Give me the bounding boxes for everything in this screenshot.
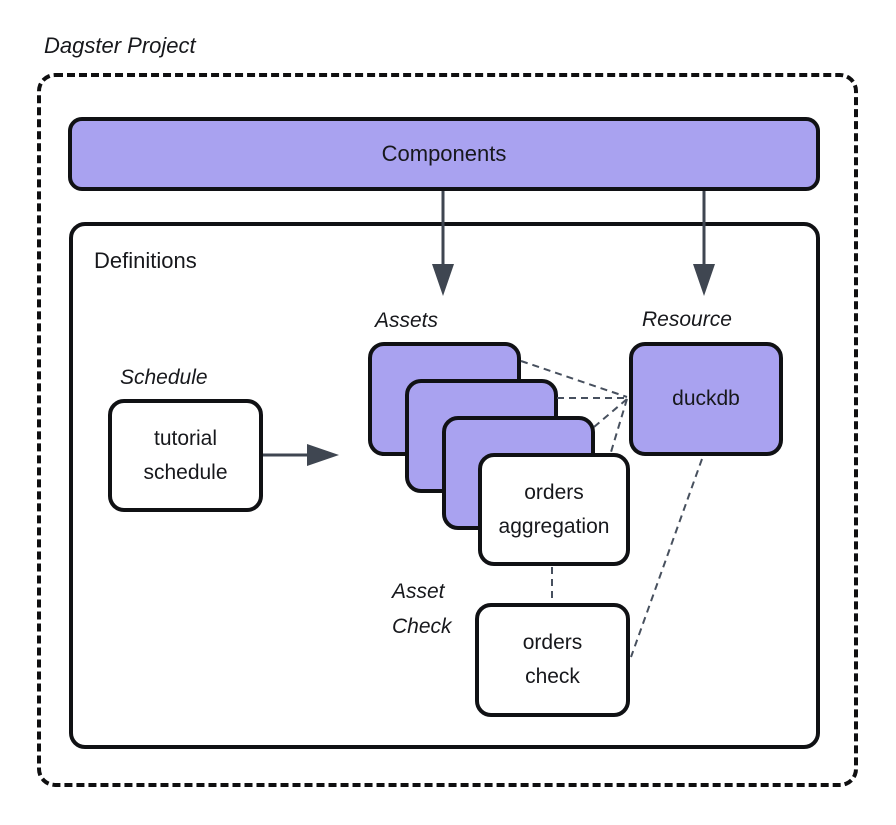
duckdb-label: duckdb <box>672 387 740 410</box>
schedule-group-label: Schedule <box>120 366 208 389</box>
definitions-label: Definitions <box>94 248 197 273</box>
diagram-title: Dagster Project <box>44 33 196 58</box>
tutorial-schedule-label: tutorial schedule <box>143 426 228 484</box>
dagster-project-boundary <box>37 73 858 787</box>
asset-check-group-label: Asset Check <box>392 580 452 638</box>
orders-check-label: orders check <box>522 631 583 688</box>
resource-group-label: Resource <box>642 308 732 331</box>
components-bar-label: Components <box>381 141 507 166</box>
orders-check-node: orders check <box>475 603 630 717</box>
components-bar: Components <box>68 117 820 191</box>
orders-aggregation-node: orders aggregation <box>478 453 630 566</box>
orders-aggregation-label: orders aggregation <box>498 480 610 538</box>
assets-group-label: Assets <box>375 309 439 332</box>
tutorial-schedule-node: tutorial schedule <box>108 399 263 512</box>
duckdb-resource-node: duckdb <box>629 342 783 456</box>
